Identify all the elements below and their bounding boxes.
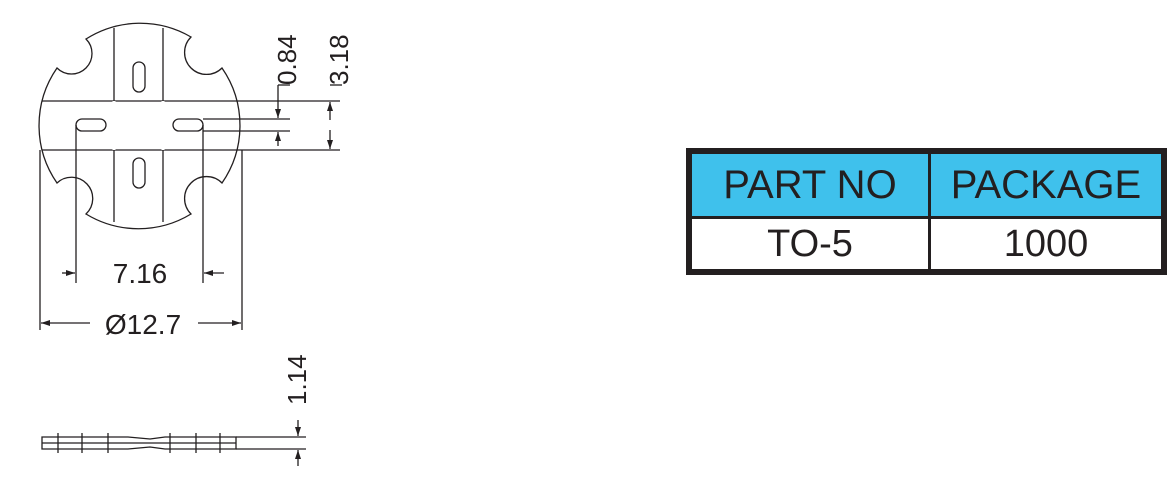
centerlines <box>42 28 242 222</box>
inner-span-label: 7.16 <box>113 258 168 289</box>
header-package: PACKAGE <box>928 149 1166 219</box>
header-part-no: PART NO <box>687 149 931 219</box>
horizontal-dimension-lines <box>39 125 243 330</box>
vertical-dimension-lines <box>203 84 342 151</box>
slots <box>75 61 204 189</box>
thickness-label: 1.14 <box>282 354 312 405</box>
slot-spacing-label: 3.18 <box>324 34 354 85</box>
part-table: PART NO PACKAGE TO-5 1000 <box>686 148 1167 275</box>
disc-outline <box>38 22 241 230</box>
mechanical-drawing: 0.84 3.18 7.16 Ø12.7 1.14 <box>38 22 354 466</box>
table-row: TO-5 1000 <box>687 216 1166 274</box>
side-view <box>41 420 306 466</box>
cell-package: 1000 <box>928 216 1166 274</box>
cell-part-no: TO-5 <box>687 216 931 274</box>
table-header-row: PART NO PACKAGE <box>687 149 1166 219</box>
slot-width-label: 0.84 <box>272 34 302 85</box>
diameter-label: Ø12.7 <box>105 309 181 340</box>
